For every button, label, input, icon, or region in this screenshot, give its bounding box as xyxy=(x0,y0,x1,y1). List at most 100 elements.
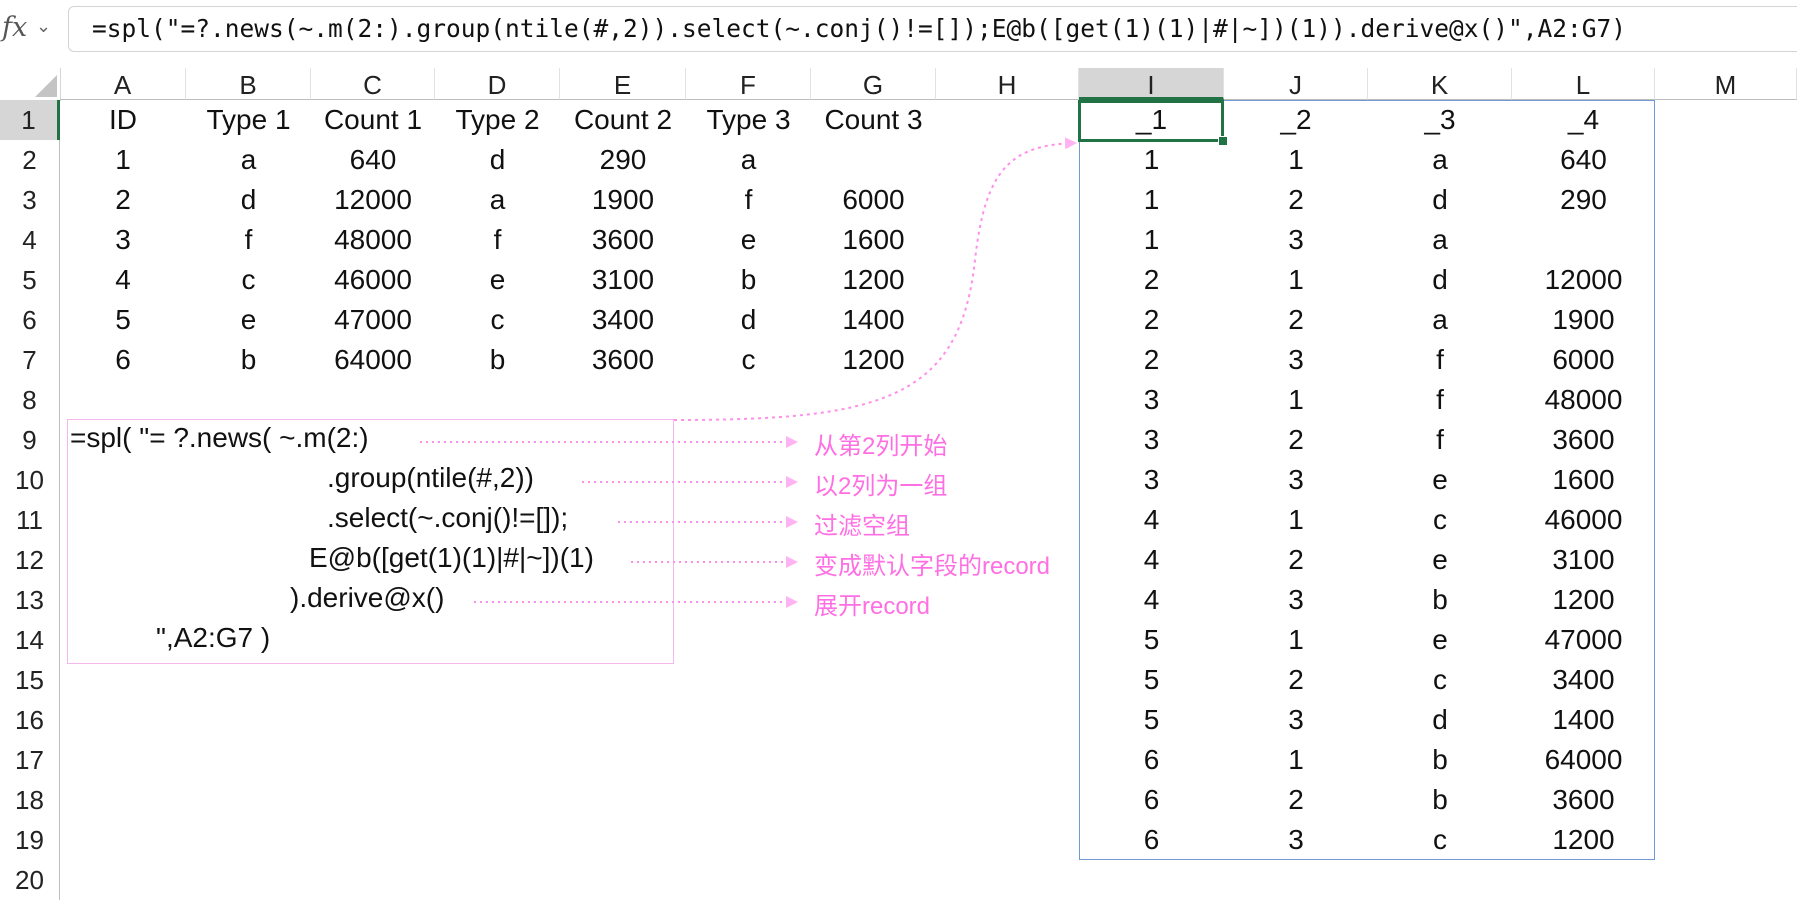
result-cell[interactable]: 3 xyxy=(1288,224,1304,255)
column-header-k[interactable]: K xyxy=(1368,68,1512,100)
result-header-cell[interactable]: _3 xyxy=(1424,104,1456,135)
result-cell[interactable]: 2 xyxy=(1143,304,1160,335)
source-cell[interactable]: f xyxy=(744,184,753,215)
source-cell[interactable]: d xyxy=(740,304,757,335)
row-header-8[interactable]: 8 xyxy=(0,380,60,420)
result-cell[interactable]: 46000 xyxy=(1544,504,1623,535)
formula-input[interactable]: =spl("=?.news(~.m(2:).group(ntile(#,2)).… xyxy=(68,6,1797,52)
result-cell[interactable]: e xyxy=(1432,624,1448,655)
result-cell[interactable]: 3400 xyxy=(1552,664,1615,695)
source-cell[interactable]: b xyxy=(489,344,506,375)
column-header-i[interactable]: I xyxy=(1079,68,1224,100)
result-cell[interactable]: 3600 xyxy=(1552,424,1615,455)
column-header-a[interactable]: A xyxy=(60,68,186,100)
row-header-11[interactable]: 11 xyxy=(0,500,60,540)
result-cell[interactable]: d xyxy=(1432,704,1448,735)
result-cell[interactable]: a xyxy=(1432,144,1448,175)
result-cell[interactable]: d xyxy=(1432,264,1448,295)
row-header-1[interactable]: 1 xyxy=(0,100,60,140)
result-cell[interactable]: 5 xyxy=(1143,624,1160,655)
source-cell[interactable]: c xyxy=(741,344,756,375)
source-cell[interactable]: c xyxy=(490,304,505,335)
result-cell[interactable]: 3 xyxy=(1288,704,1304,735)
result-cell[interactable]: f xyxy=(1436,424,1444,455)
source-cell[interactable]: 47000 xyxy=(334,304,412,335)
row-header-2[interactable]: 2 xyxy=(0,140,60,180)
result-cell[interactable]: 1 xyxy=(1288,144,1304,175)
result-cell[interactable]: 1 xyxy=(1288,504,1304,535)
result-cell[interactable]: 2 xyxy=(1143,264,1160,295)
column-header-g[interactable]: G xyxy=(811,68,936,100)
result-cell[interactable]: 1 xyxy=(1288,744,1304,775)
source-header-cell[interactable]: Type 1 xyxy=(206,104,291,135)
result-cell[interactable]: 3 xyxy=(1288,584,1304,615)
row-header-15[interactable]: 15 xyxy=(0,660,60,700)
result-cell[interactable]: c xyxy=(1433,824,1447,855)
result-cell[interactable]: 3 xyxy=(1288,464,1304,495)
result-cell[interactable]: 1400 xyxy=(1552,704,1615,735)
result-cell[interactable]: 1 xyxy=(1288,264,1304,295)
row-header-20[interactable]: 20 xyxy=(0,860,60,900)
source-cell[interactable]: a xyxy=(740,144,757,175)
result-cell[interactable]: 3 xyxy=(1288,824,1304,855)
source-cell[interactable]: 1200 xyxy=(842,264,905,295)
result-cell[interactable]: 12000 xyxy=(1544,264,1623,295)
row-header-14[interactable]: 14 xyxy=(0,620,60,660)
column-header-b[interactable]: B xyxy=(186,68,311,100)
result-cell[interactable]: 5 xyxy=(1143,704,1160,735)
result-cell[interactable]: 1 xyxy=(1143,144,1160,175)
result-cell[interactable]: 48000 xyxy=(1544,384,1623,415)
source-cell[interactable]: 3600 xyxy=(591,224,655,255)
result-cell[interactable]: 3 xyxy=(1143,424,1160,455)
row-header-19[interactable]: 19 xyxy=(0,820,60,860)
result-cell[interactable]: 6 xyxy=(1143,784,1160,815)
result-cell[interactable]: 3 xyxy=(1143,384,1160,415)
source-cell[interactable]: f xyxy=(493,224,502,255)
fx-icon[interactable]: fx xyxy=(2,12,28,43)
source-cell[interactable]: 290 xyxy=(599,144,647,175)
source-cell[interactable]: b xyxy=(740,264,757,295)
source-cell[interactable]: 640 xyxy=(349,144,397,175)
source-header-cell[interactable]: ID xyxy=(109,104,137,135)
result-header-cell[interactable]: _2 xyxy=(1280,104,1312,135)
row-header-5[interactable]: 5 xyxy=(0,260,60,300)
source-cell[interactable]: 5 xyxy=(115,304,131,335)
result-cell[interactable]: 1200 xyxy=(1552,584,1615,615)
source-cell[interactable]: 3 xyxy=(115,224,131,255)
column-header-f[interactable]: F xyxy=(686,68,811,100)
column-header-c[interactable]: C xyxy=(311,68,435,100)
result-cell[interactable]: 2 xyxy=(1288,424,1304,455)
column-header-h[interactable]: H xyxy=(936,68,1079,100)
select-all-corner[interactable] xyxy=(0,68,61,101)
source-cell[interactable]: 64000 xyxy=(334,344,412,375)
column-header-d[interactable]: D xyxy=(435,68,560,100)
source-cell[interactable]: c xyxy=(241,264,256,295)
source-cell[interactable]: a xyxy=(489,184,506,215)
source-cell[interactable]: 3400 xyxy=(591,304,655,335)
source-cell[interactable]: 3600 xyxy=(591,344,655,375)
result-cell[interactable]: 1 xyxy=(1288,384,1304,415)
source-cell[interactable]: d xyxy=(240,184,257,215)
result-header-cell[interactable]: _1 xyxy=(1135,104,1168,135)
result-cell[interactable]: f xyxy=(1436,384,1444,415)
source-cell[interactable]: 1200 xyxy=(842,344,905,375)
result-cell[interactable]: f xyxy=(1436,344,1444,375)
result-cell[interactable]: 4 xyxy=(1143,544,1160,575)
column-header-e[interactable]: E xyxy=(560,68,686,100)
source-cell[interactable]: 3100 xyxy=(591,264,655,295)
result-cell[interactable]: b xyxy=(1432,744,1448,775)
result-cell[interactable]: 3600 xyxy=(1552,784,1615,815)
result-cell[interactable]: 2 xyxy=(1288,544,1304,575)
result-cell[interactable]: 290 xyxy=(1560,184,1607,215)
row-header-4[interactable]: 4 xyxy=(0,220,60,260)
result-cell[interactable]: 1600 xyxy=(1552,464,1615,495)
result-cell[interactable]: 1200 xyxy=(1552,824,1615,855)
source-cell[interactable]: 1400 xyxy=(842,304,905,335)
result-cell[interactable]: 5 xyxy=(1143,664,1160,695)
source-cell[interactable]: 1900 xyxy=(591,184,655,215)
result-cell[interactable]: e xyxy=(1432,544,1448,575)
row-header-16[interactable]: 16 xyxy=(0,700,60,740)
source-cell[interactable]: 1 xyxy=(115,144,131,175)
row-header-9[interactable]: 9 xyxy=(0,420,60,460)
row-header-13[interactable]: 13 xyxy=(0,580,60,620)
